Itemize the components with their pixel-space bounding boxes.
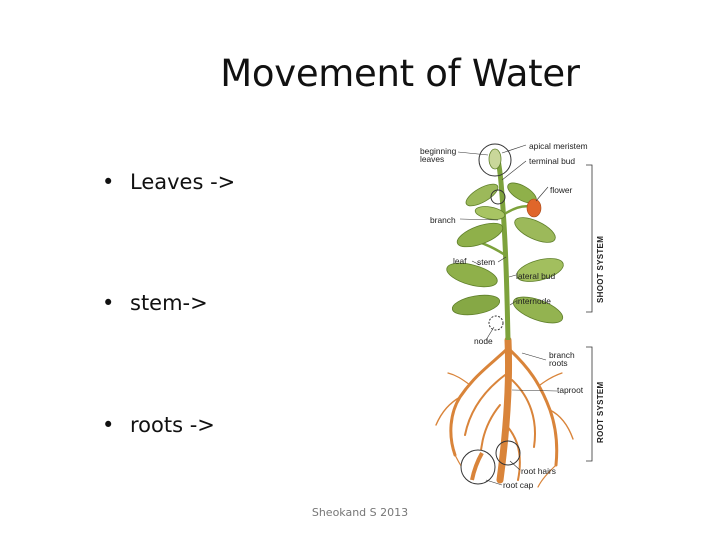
label-flower: flower: [550, 185, 573, 195]
label-root-hairs: root hairs: [521, 466, 556, 476]
label-root-cap: root cap: [503, 480, 534, 490]
root-hair-inset: [496, 441, 520, 465]
system-brackets: [586, 165, 592, 461]
bullet-item-stem: •stem->: [102, 291, 208, 315]
label-terminal-bud: terminal bud: [529, 156, 575, 166]
slide-title: Movement of Water: [150, 52, 650, 95]
node-marker: [489, 316, 503, 330]
label-beginning-leaves-line2: leaves: [420, 154, 444, 164]
label-taproot: taproot: [557, 385, 584, 395]
label-branch: branch: [430, 215, 456, 225]
plant-diagram: beginning leaves apical meristem termina…: [410, 135, 615, 500]
footer-credit: Sheokand S 2013: [300, 506, 420, 519]
label-branch-roots-line2: roots: [549, 358, 568, 368]
flower-drawing: [527, 199, 541, 217]
label-stem: stem: [477, 257, 495, 267]
bullet-dot: •: [102, 413, 130, 437]
bullet-text: Leaves ->: [130, 170, 235, 194]
label-apical-meristem: apical meristem: [529, 141, 588, 151]
label-leaf: leaf: [453, 256, 467, 266]
label-root-system: ROOT SYSTEM: [596, 381, 605, 443]
bullet-item-leaves: •Leaves ->: [102, 170, 235, 194]
root-tip-inset: [461, 450, 495, 484]
bullet-text: stem->: [130, 291, 208, 315]
bullet-item-roots: •roots ->: [102, 413, 215, 437]
label-internode: internode: [516, 296, 551, 306]
label-lateral-bud: lateral bud: [516, 271, 555, 281]
bullet-dot: •: [102, 291, 130, 315]
bullet-text: roots ->: [130, 413, 215, 437]
bullet-dot: •: [102, 170, 130, 194]
label-shoot-system: SHOOT SYSTEM: [596, 236, 605, 303]
label-node: node: [474, 336, 493, 346]
terminal-bud-drawing: [489, 149, 501, 169]
